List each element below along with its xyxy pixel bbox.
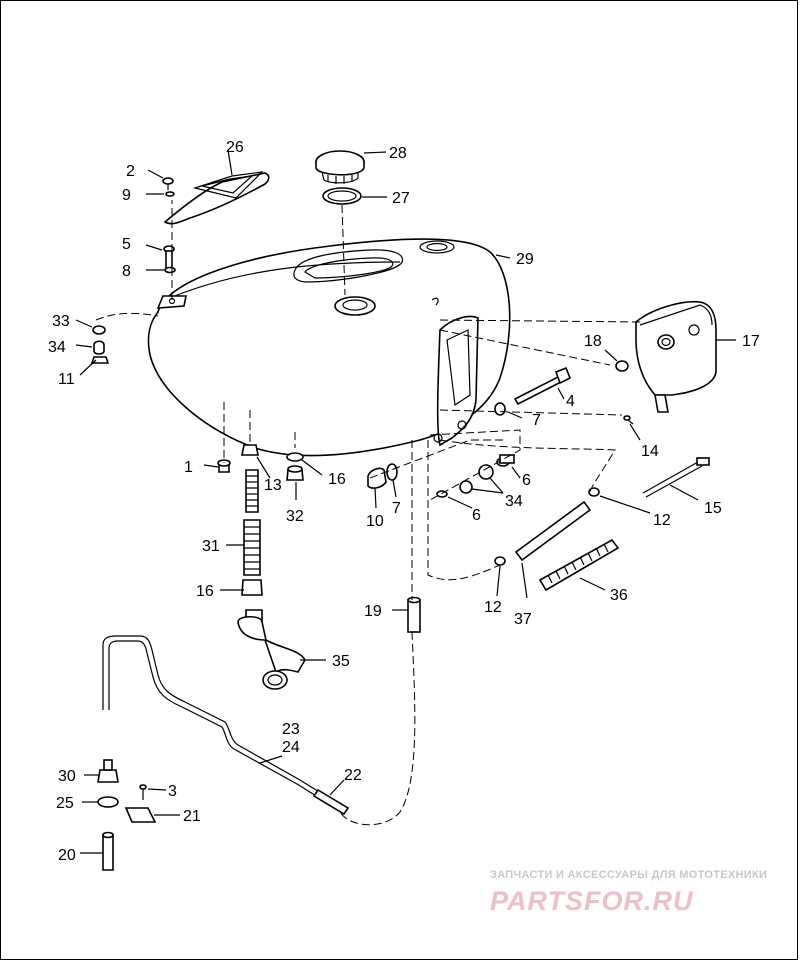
callout-31: 31 — [202, 538, 220, 555]
o-ring-16-lower — [241, 579, 263, 596]
nut-11 — [90, 356, 110, 364]
drain-plug — [217, 459, 231, 473]
callout-29: 29 — [516, 251, 534, 268]
callout-7-upper: 7 — [532, 412, 541, 429]
console-recess — [293, 249, 404, 283]
callout-17: 17 — [742, 333, 760, 350]
washer-9 — [165, 191, 175, 197]
clamp-12-lower — [494, 556, 506, 566]
callout-9: 9 — [122, 187, 131, 204]
callout-33: 33 — [52, 313, 70, 330]
crossover-tube — [102, 635, 346, 809]
callout-34-left: 34 — [48, 339, 66, 356]
callout-23: 23 — [282, 721, 300, 738]
gauge-housing-17 — [635, 300, 717, 413]
callout-labels: 26 2 9 5 8 33 34 11 28 27 29 17 18 4 7 1… — [48, 139, 760, 864]
callout-24: 24 — [282, 739, 300, 756]
screw-2 — [162, 177, 174, 190]
canister-19 — [407, 596, 421, 633]
plug-32 — [286, 465, 304, 481]
vent-hose-37 — [514, 500, 592, 562]
bushing-34-lower — [459, 480, 473, 494]
callout-6-lower: 6 — [472, 507, 481, 524]
clamp-25 — [97, 796, 119, 808]
washer-8 — [164, 266, 176, 274]
fuel-tank — [147, 238, 511, 457]
callout-3: 3 — [168, 783, 177, 800]
watermark: ЗАПЧАСТИ И АКСЕССУАРЫ ДЛЯ МОТОТЕХНИКИ PA… — [490, 869, 767, 916]
strainer-31 — [241, 469, 263, 627]
console-plate — [163, 171, 270, 225]
callout-12-lower: 12 — [484, 599, 502, 616]
callout-16-upper: 16 — [328, 471, 346, 488]
petcock-35 — [237, 615, 306, 690]
callout-18: 18 — [584, 333, 602, 350]
callout-4: 4 — [566, 393, 575, 410]
watermark-brand: PARTSFOR.RU — [490, 886, 694, 916]
callout-30: 30 — [58, 768, 76, 785]
callout-6-upper: 6 — [522, 472, 531, 489]
callout-28: 28 — [389, 145, 407, 162]
callout-32: 32 — [286, 508, 304, 525]
fuel-cap — [315, 150, 365, 184]
callout-7-lower: 7 — [392, 500, 401, 517]
callout-36: 36 — [610, 587, 628, 604]
wire-harness-15 — [642, 461, 703, 498]
left-filler-neck — [334, 296, 376, 316]
callout-15: 15 — [704, 500, 722, 517]
callout-8: 8 — [122, 263, 131, 280]
watermark-caption: ЗАПЧАСТИ И АКСЕССУАРЫ ДЛЯ МОТОТЕХНИКИ — [490, 869, 767, 881]
callout-16-lower: 16 — [196, 583, 214, 600]
callout-5: 5 — [122, 236, 131, 253]
washer-33 — [92, 325, 106, 335]
callout-27: 27 — [392, 190, 410, 207]
callout-19: 19 — [364, 603, 382, 620]
washer-7-lower — [386, 463, 398, 481]
callout-14: 14 — [641, 443, 659, 460]
callout-2: 2 — [126, 163, 135, 180]
screw-14 — [623, 415, 634, 425]
fitting-30 — [97, 759, 119, 783]
callout-34-right: 34 — [505, 493, 523, 510]
o-ring-16 — [286, 452, 304, 462]
bushing-34-upper — [478, 464, 494, 480]
callout-1: 1 — [184, 459, 193, 476]
callout-20: 20 — [58, 847, 76, 864]
callout-37: 37 — [514, 611, 532, 628]
callout-12-right: 12 — [653, 512, 671, 529]
right-filler-neck — [419, 240, 455, 254]
hose-shield-36 — [538, 538, 620, 592]
clamp-12-upper — [588, 487, 600, 497]
tube-end-22 — [312, 788, 350, 816]
callout-22: 22 — [344, 767, 362, 784]
screw-3 — [139, 784, 147, 790]
callout-10: 10 — [366, 513, 384, 530]
bracket-21 — [124, 807, 157, 823]
front-mount-tab — [156, 295, 187, 309]
washer-7-upper — [494, 402, 506, 416]
callout-35: 35 — [332, 653, 350, 670]
callout-11: 11 — [58, 371, 75, 388]
callout-26: 26 — [226, 139, 244, 156]
callout-13: 13 — [264, 477, 282, 494]
bushing-34 — [93, 340, 105, 355]
nut-18 — [615, 360, 629, 372]
callout-25: 25 — [56, 795, 74, 812]
hose-20 — [102, 834, 114, 871]
bolt-4 — [513, 366, 572, 406]
callout-21: 21 — [183, 808, 201, 825]
fitting-13 — [241, 444, 259, 456]
